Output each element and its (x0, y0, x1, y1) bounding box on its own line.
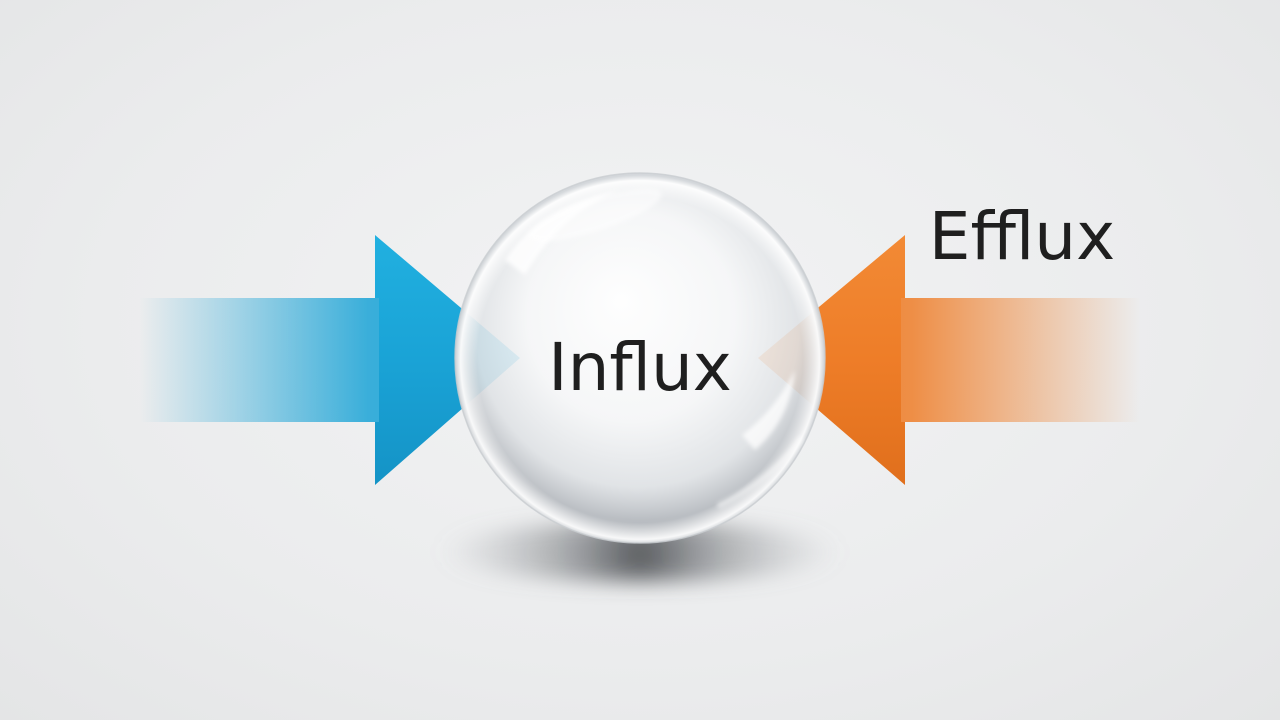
glass-sphere-icon (454, 172, 826, 544)
sphere-shadow (440, 522, 840, 582)
arrow-left-icon (758, 235, 1140, 485)
top-right-label: Efflux (929, 198, 1115, 275)
center-label: Influx (548, 329, 732, 406)
arrow-right-icon (140, 235, 520, 485)
